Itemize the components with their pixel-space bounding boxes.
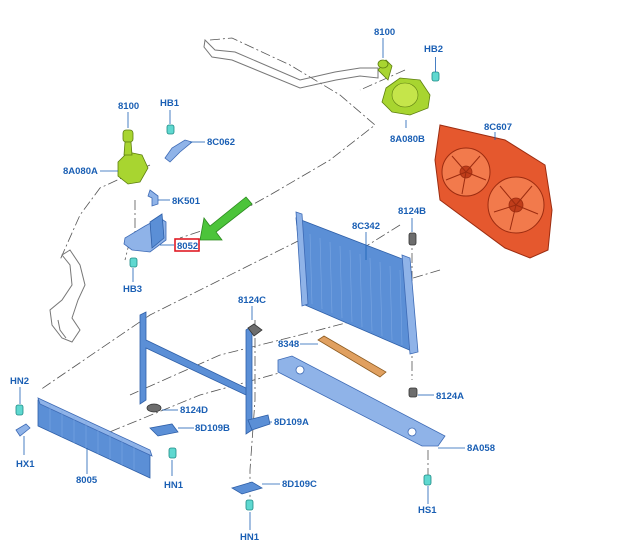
callout-8c607: 8C607 <box>484 122 512 133</box>
callout-8124d: 8124D <box>180 405 208 416</box>
coolant-reservoir-8a080b <box>377 59 431 116</box>
callout-8348: 8348 <box>278 339 299 350</box>
callout-8052: 8052 <box>177 241 198 252</box>
support-8a058 <box>277 355 446 447</box>
callout-8c062: 8C062 <box>207 137 235 148</box>
callout-8a080b: 8A080B <box>390 134 425 145</box>
clip-hs1 <box>423 474 432 486</box>
isolator-8124d <box>146 403 162 413</box>
callout-8005: 8005 <box>76 475 98 486</box>
callout-8d109c: 8D109C <box>282 479 317 490</box>
callout-hb3: HB3 <box>123 284 142 295</box>
leader-lines <box>19 38 496 530</box>
callout-8124a: 8124A <box>436 391 464 402</box>
callout-8d109a: 8D109A <box>274 417 309 428</box>
callout-hs1: HS1 <box>418 505 437 516</box>
callout-8124c: 8124C <box>238 295 266 306</box>
fan-shroud-8c607 <box>434 124 553 259</box>
cooler-8005 <box>37 397 153 479</box>
callout-hx1: HX1 <box>16 459 35 470</box>
lower-hose <box>49 249 86 343</box>
radiator-8c342 <box>295 211 419 355</box>
callout-8c342: 8C342 <box>352 221 380 232</box>
isolator-8124c <box>247 323 263 337</box>
callout-8k501: 8K501 <box>172 196 201 207</box>
callout-8a058: 8A058 <box>467 443 495 454</box>
clip-hb1 <box>166 124 175 135</box>
coolant-reservoir-8a080a <box>117 129 149 185</box>
hose-8c062 <box>164 139 193 163</box>
highlight-box-8052 <box>174 238 200 252</box>
bracket-8k501 <box>147 189 159 207</box>
seal-8348 <box>317 335 387 378</box>
callout-hn2: HN2 <box>10 376 29 387</box>
callout-8d109b: 8D109B <box>195 423 230 434</box>
clip-hn2 <box>15 404 24 416</box>
clip-hb3 <box>129 257 138 268</box>
callout-8100-top: 8100 <box>374 27 395 38</box>
cap-8100-top <box>377 59 389 69</box>
callout-hb1: HB1 <box>160 98 180 109</box>
callout-hn1-bottom: HN1 <box>240 532 260 543</box>
bracket-8d109a <box>247 414 271 431</box>
bracket-8052 <box>123 213 167 253</box>
bracket-8d109b <box>149 423 179 437</box>
isolator-8124a <box>408 387 418 398</box>
upper-hose <box>203 38 379 89</box>
clip-hx1 <box>15 423 31 437</box>
callout-8124b: 8124B <box>398 206 426 217</box>
bracket-8d109c <box>231 481 263 495</box>
callout-labels: 8100 HB2 8A080B 8C607 8100 HB1 8C062 8A0… <box>10 27 512 543</box>
callout-hb2: HB2 <box>424 44 443 55</box>
callout-hn1-left: HN1 <box>164 480 184 491</box>
callout-8100-left: 8100 <box>118 101 139 112</box>
callout-8a080a: 8A080A <box>63 166 98 177</box>
clip-hn1-bottom <box>245 499 254 511</box>
isolator-8124b <box>408 232 417 246</box>
clip-hn1-left <box>168 447 177 459</box>
highlight-arrow <box>199 196 253 241</box>
cap-8100-left <box>122 129 134 143</box>
clip-hb2 <box>431 57 440 82</box>
